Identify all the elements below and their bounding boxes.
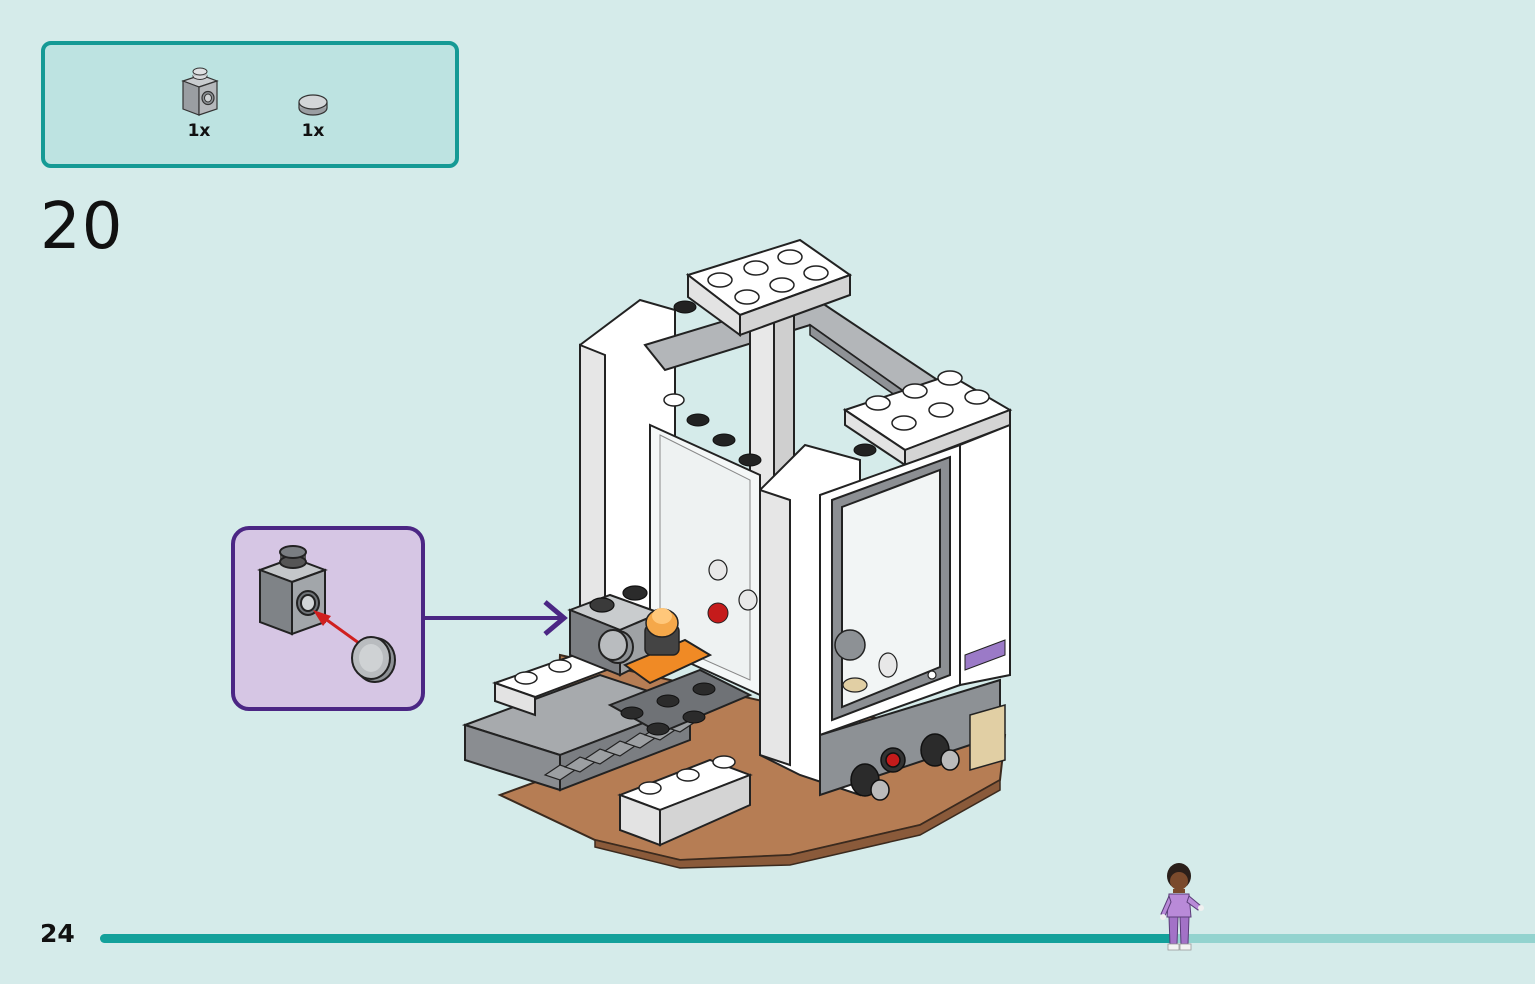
progress-bar-fill [100, 934, 1177, 943]
parts-list-item-2: 1x [295, 93, 331, 141]
figure-marker [1155, 862, 1205, 958]
sub-assembly-callout [231, 526, 425, 711]
progress-bar [100, 934, 1535, 943]
parts-list-item-1: 1x [175, 67, 223, 141]
callout-arrow-icon [425, 600, 568, 636]
attach-round-tile-to-side-stud-icon [257, 545, 396, 683]
brick-1x1-with-stud-on-side-icon [181, 67, 219, 116]
part-quantity: 1x [187, 121, 211, 141]
parts-list-box: 1x 1x [41, 41, 459, 168]
minifigure-progress-marker-icon [1160, 863, 1204, 951]
model-illustration [460, 235, 1020, 879]
step-number: 20 [40, 190, 124, 264]
part-quantity: 1x [301, 121, 325, 141]
round-tile-1x1-icon [298, 94, 328, 116]
booth-build-assembly-icon [461, 238, 1013, 869]
page-number: 24 [40, 919, 75, 948]
